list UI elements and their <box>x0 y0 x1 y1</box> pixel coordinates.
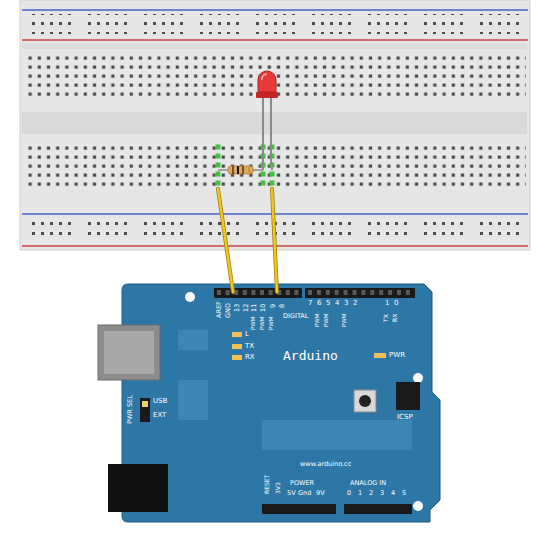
pwm-mark: PWM <box>324 313 330 327</box>
pin-name: TX <box>383 314 389 322</box>
pin-name: AREF <box>216 301 223 318</box>
resistor-symbol <box>218 166 263 174</box>
pwm-mark: PWM <box>251 316 257 330</box>
led-label: RX <box>245 354 255 361</box>
header-title: POWER <box>290 480 314 487</box>
pin-name: RESET <box>264 475 270 494</box>
arduino-board <box>98 284 440 522</box>
pin-number: 8 <box>279 304 286 308</box>
led-label: TX <box>245 343 254 350</box>
pin-number: 5 <box>326 300 330 307</box>
active-holes <box>216 145 275 186</box>
led-label: PWR <box>389 352 405 359</box>
header-title: ANALOG IN <box>350 480 386 487</box>
pin-number: 2 <box>369 490 373 497</box>
jumper-wires <box>218 189 277 292</box>
pin-name: RX <box>392 314 398 322</box>
header-label: ICSP <box>397 414 413 421</box>
switch-label: USB <box>153 398 167 405</box>
pin-number: 4 <box>391 490 395 497</box>
pin-name: 9V <box>316 490 325 497</box>
pin-number: 7 <box>308 300 312 307</box>
board-name: Arduino <box>283 349 338 362</box>
url-text: www.arduino.cc <box>300 461 351 468</box>
pin-number: 1 <box>385 300 389 307</box>
switch-label: EXT <box>153 412 166 419</box>
pwm-mark: PWM <box>315 313 321 327</box>
pin-number: 11 <box>251 304 258 312</box>
led-label: L <box>245 331 249 338</box>
header-title: DIGITAL <box>283 313 308 320</box>
switch-label: PWR SEL <box>127 395 134 424</box>
pin-number: 1 <box>358 490 362 497</box>
pin-number: 3 <box>380 490 384 497</box>
pin-name: 5V <box>287 490 296 497</box>
pin-name: Gnd <box>298 490 311 497</box>
pin-number: 12 <box>243 304 250 312</box>
pin-number: 0 <box>347 490 351 497</box>
pin-number: 13 <box>234 304 241 312</box>
pin-name: 3V3 <box>275 482 281 494</box>
pin-name: GND <box>225 303 232 318</box>
pin-number: 5 <box>402 490 406 497</box>
pin-number: 3 <box>344 300 348 307</box>
led <box>256 71 278 170</box>
pin-number: 0 <box>394 300 398 307</box>
pwm-mark: PWM <box>269 316 275 330</box>
pin-number: 6 <box>317 300 321 307</box>
pwm-mark: PWM <box>260 316 266 330</box>
pin-number: 9 <box>270 304 277 308</box>
pin-number: 2 <box>353 300 357 307</box>
pwm-mark: PWM <box>342 313 348 327</box>
pin-number: 4 <box>335 300 339 307</box>
pin-number: 10 <box>260 304 267 312</box>
